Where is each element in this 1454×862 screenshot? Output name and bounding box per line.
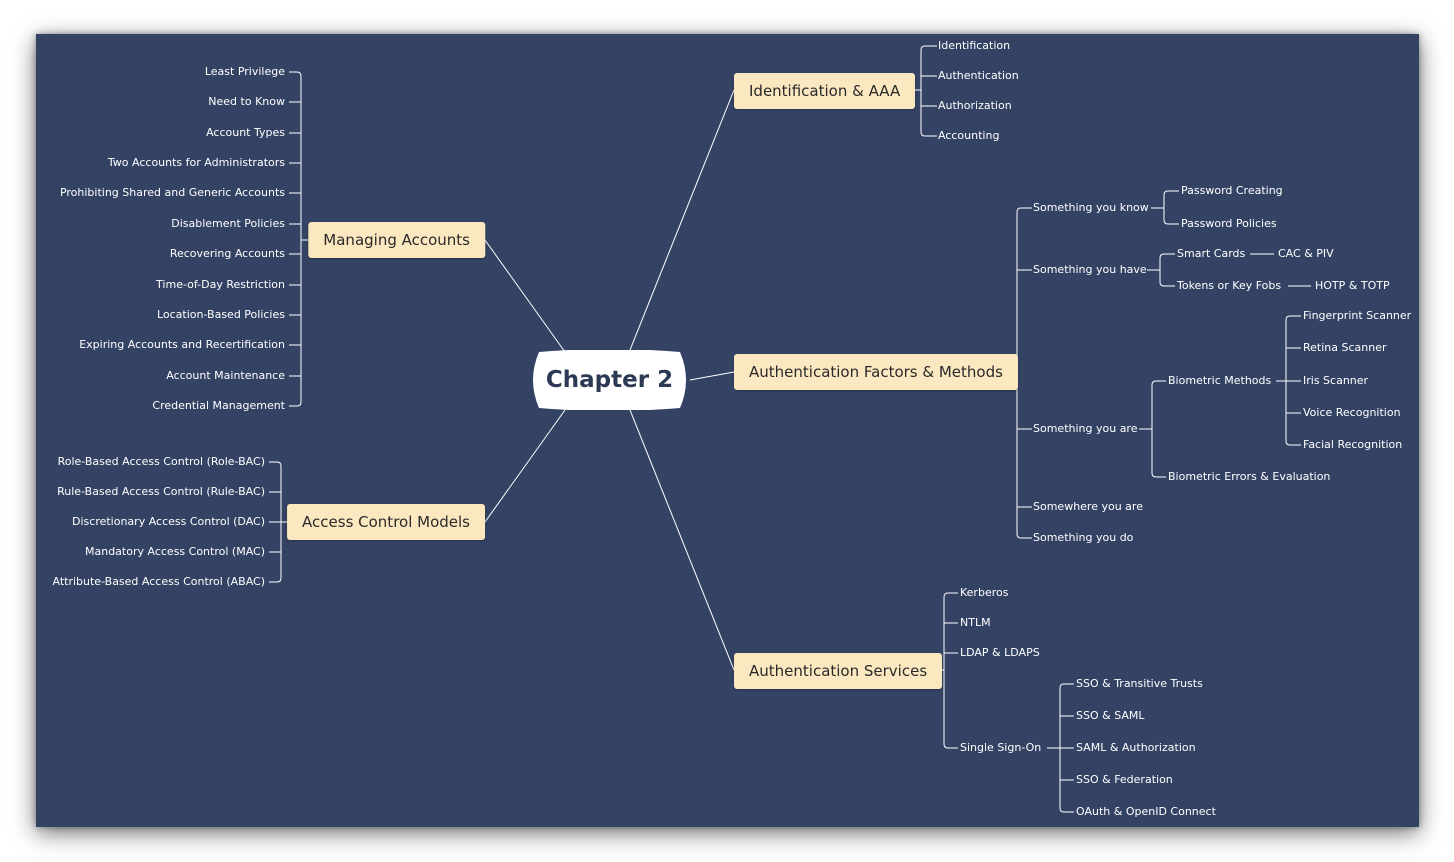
leaf-credential-management[interactable]: Credential Management	[152, 399, 285, 412]
leaf-authentication[interactable]: Authentication	[938, 69, 1019, 82]
connector-line	[1163, 190, 1179, 196]
connector-line	[920, 45, 937, 51]
connector-line	[269, 461, 282, 467]
leaf-fingerprint-scanner[interactable]: Fingerprint Scanner	[1303, 309, 1412, 322]
leaf-mac[interactable]: Mandatory Access Control (MAC)	[85, 545, 265, 558]
connector-line	[943, 592, 958, 598]
leaf-prohibiting-shared-accounts[interactable]: Prohibiting Shared and Generic Accounts	[59, 186, 285, 199]
leaf-account-maintenance[interactable]: Account Maintenance	[166, 369, 285, 382]
leaf-time-of-day-restriction[interactable]: Time-of-Day Restriction	[156, 278, 285, 291]
connector-line	[1151, 380, 1166, 386]
branch-managing-accounts[interactable]: Managing Accounts	[308, 222, 485, 258]
leaf-location-based-policies[interactable]: Location-Based Policies	[156, 308, 285, 321]
leaf-hotp-totp[interactable]: HOTP & TOTP	[1315, 279, 1390, 292]
leaf-sso-saml[interactable]: SSO & SAML	[1076, 709, 1145, 722]
leaf-recovering-accounts[interactable]: Recovering Accounts	[169, 247, 285, 260]
connector-line	[1016, 207, 1032, 213]
leaf-accounting[interactable]: Accounting	[938, 129, 1000, 142]
leaf-kerberos[interactable]: Kerberos	[960, 586, 1009, 599]
leaf-saml-authorization[interactable]: SAML & Authorization	[1076, 741, 1196, 754]
leaf-retina-scanner[interactable]: Retina Scanner	[1303, 341, 1387, 354]
connector-line	[629, 409, 735, 671]
connector-line	[1059, 807, 1074, 813]
central-topic-label: Chapter 2	[545, 367, 674, 393]
connector-line	[629, 89, 735, 351]
connector-line	[289, 71, 302, 77]
leaf-need-to-know[interactable]: Need to Know	[208, 95, 285, 108]
node-biometric-methods[interactable]: Biometric Methods	[1168, 374, 1272, 387]
branch-access-control-models[interactable]: Access Control Models	[287, 504, 485, 540]
node-something-you-have[interactable]: Something you have	[1033, 263, 1147, 276]
leaf-identification[interactable]: Identification	[938, 39, 1011, 52]
leaf-iris-scanner[interactable]: Iris Scanner	[1303, 374, 1369, 387]
connector-line	[1159, 281, 1175, 287]
leaf-authorization[interactable]: Authorization	[938, 99, 1012, 112]
leaf-oauth-openid[interactable]: OAuth & OpenID Connect	[1076, 805, 1216, 818]
leaf-biometric-errors[interactable]: Biometric Errors & Evaluation	[1168, 470, 1331, 483]
central-topic[interactable]: Chapter 2	[529, 350, 690, 410]
node-something-you-know[interactable]: Something you know	[1033, 201, 1149, 214]
node-smart-cards[interactable]: Smart Cards	[1177, 247, 1246, 260]
branch-authentication-services[interactable]: Authentication Services	[734, 653, 943, 689]
connector-line	[484, 239, 566, 353]
connector-line	[920, 131, 937, 137]
connector-lines	[269, 45, 1311, 813]
connector-line	[484, 409, 566, 523]
leaf-somewhere-you-are[interactable]: Somewhere you are	[1033, 500, 1143, 513]
leaf-least-privilege[interactable]: Least Privilege	[204, 65, 285, 78]
connector-line	[1016, 533, 1032, 539]
leaf-two-accounts-admins[interactable]: Two Accounts for Administrators	[107, 156, 285, 169]
connector-line	[1151, 472, 1166, 478]
leaf-password-policies[interactable]: Password Policies	[1181, 217, 1277, 230]
leaf-ldap-ldaps[interactable]: LDAP & LDAPS	[960, 646, 1040, 659]
leaf-disablement-policies[interactable]: Disablement Policies	[171, 217, 285, 230]
leaf-role-bac[interactable]: Role-Based Access Control (Role-BAC)	[57, 455, 265, 468]
leaf-dac[interactable]: Discretionary Access Control (DAC)	[72, 515, 265, 528]
connector-line	[689, 371, 735, 381]
connector-line	[943, 743, 958, 749]
mind-map-canvas: Chapter 2 Identification & AAA Authentic…	[36, 34, 1419, 827]
connector-line	[1285, 440, 1301, 446]
connector-line	[1059, 683, 1074, 689]
leaf-sso-transitive-trusts[interactable]: SSO & Transitive Trusts	[1076, 677, 1203, 690]
node-single-sign-on[interactable]: Single Sign-On	[960, 741, 1042, 754]
leaf-account-types[interactable]: Account Types	[206, 126, 285, 139]
node-tokens-key-fobs[interactable]: Tokens or Key Fobs	[1177, 279, 1282, 292]
leaf-voice-recognition[interactable]: Voice Recognition	[1303, 406, 1401, 419]
branch-authentication-factors[interactable]: Authentication Factors & Methods	[734, 354, 1018, 390]
leaf-sso-federation[interactable]: SSO & Federation	[1076, 773, 1173, 786]
leaf-facial-recognition[interactable]: Facial Recognition	[1303, 438, 1403, 451]
leaf-something-you-do[interactable]: Something you do	[1033, 531, 1134, 544]
connector-line	[1159, 253, 1175, 259]
leaf-rule-bac[interactable]: Rule-Based Access Control (Rule-BAC)	[57, 485, 265, 498]
leaf-abac[interactable]: Attribute-Based Access Control (ABAC)	[52, 575, 266, 588]
leaf-expiring-accounts[interactable]: Expiring Accounts and Recertification	[79, 338, 285, 351]
node-something-you-are[interactable]: Something you are	[1033, 422, 1138, 435]
leaf-cac-piv[interactable]: CAC & PIV	[1278, 247, 1334, 260]
branch-identification-aaa[interactable]: Identification & AAA	[734, 73, 916, 109]
connector-line	[1285, 315, 1301, 321]
connector-line	[269, 577, 282, 583]
connector-line	[1163, 219, 1179, 225]
leaf-password-creating[interactable]: Password Creating	[1181, 184, 1283, 197]
leaf-ntlm[interactable]: NTLM	[960, 616, 991, 629]
connector-line	[289, 401, 302, 407]
